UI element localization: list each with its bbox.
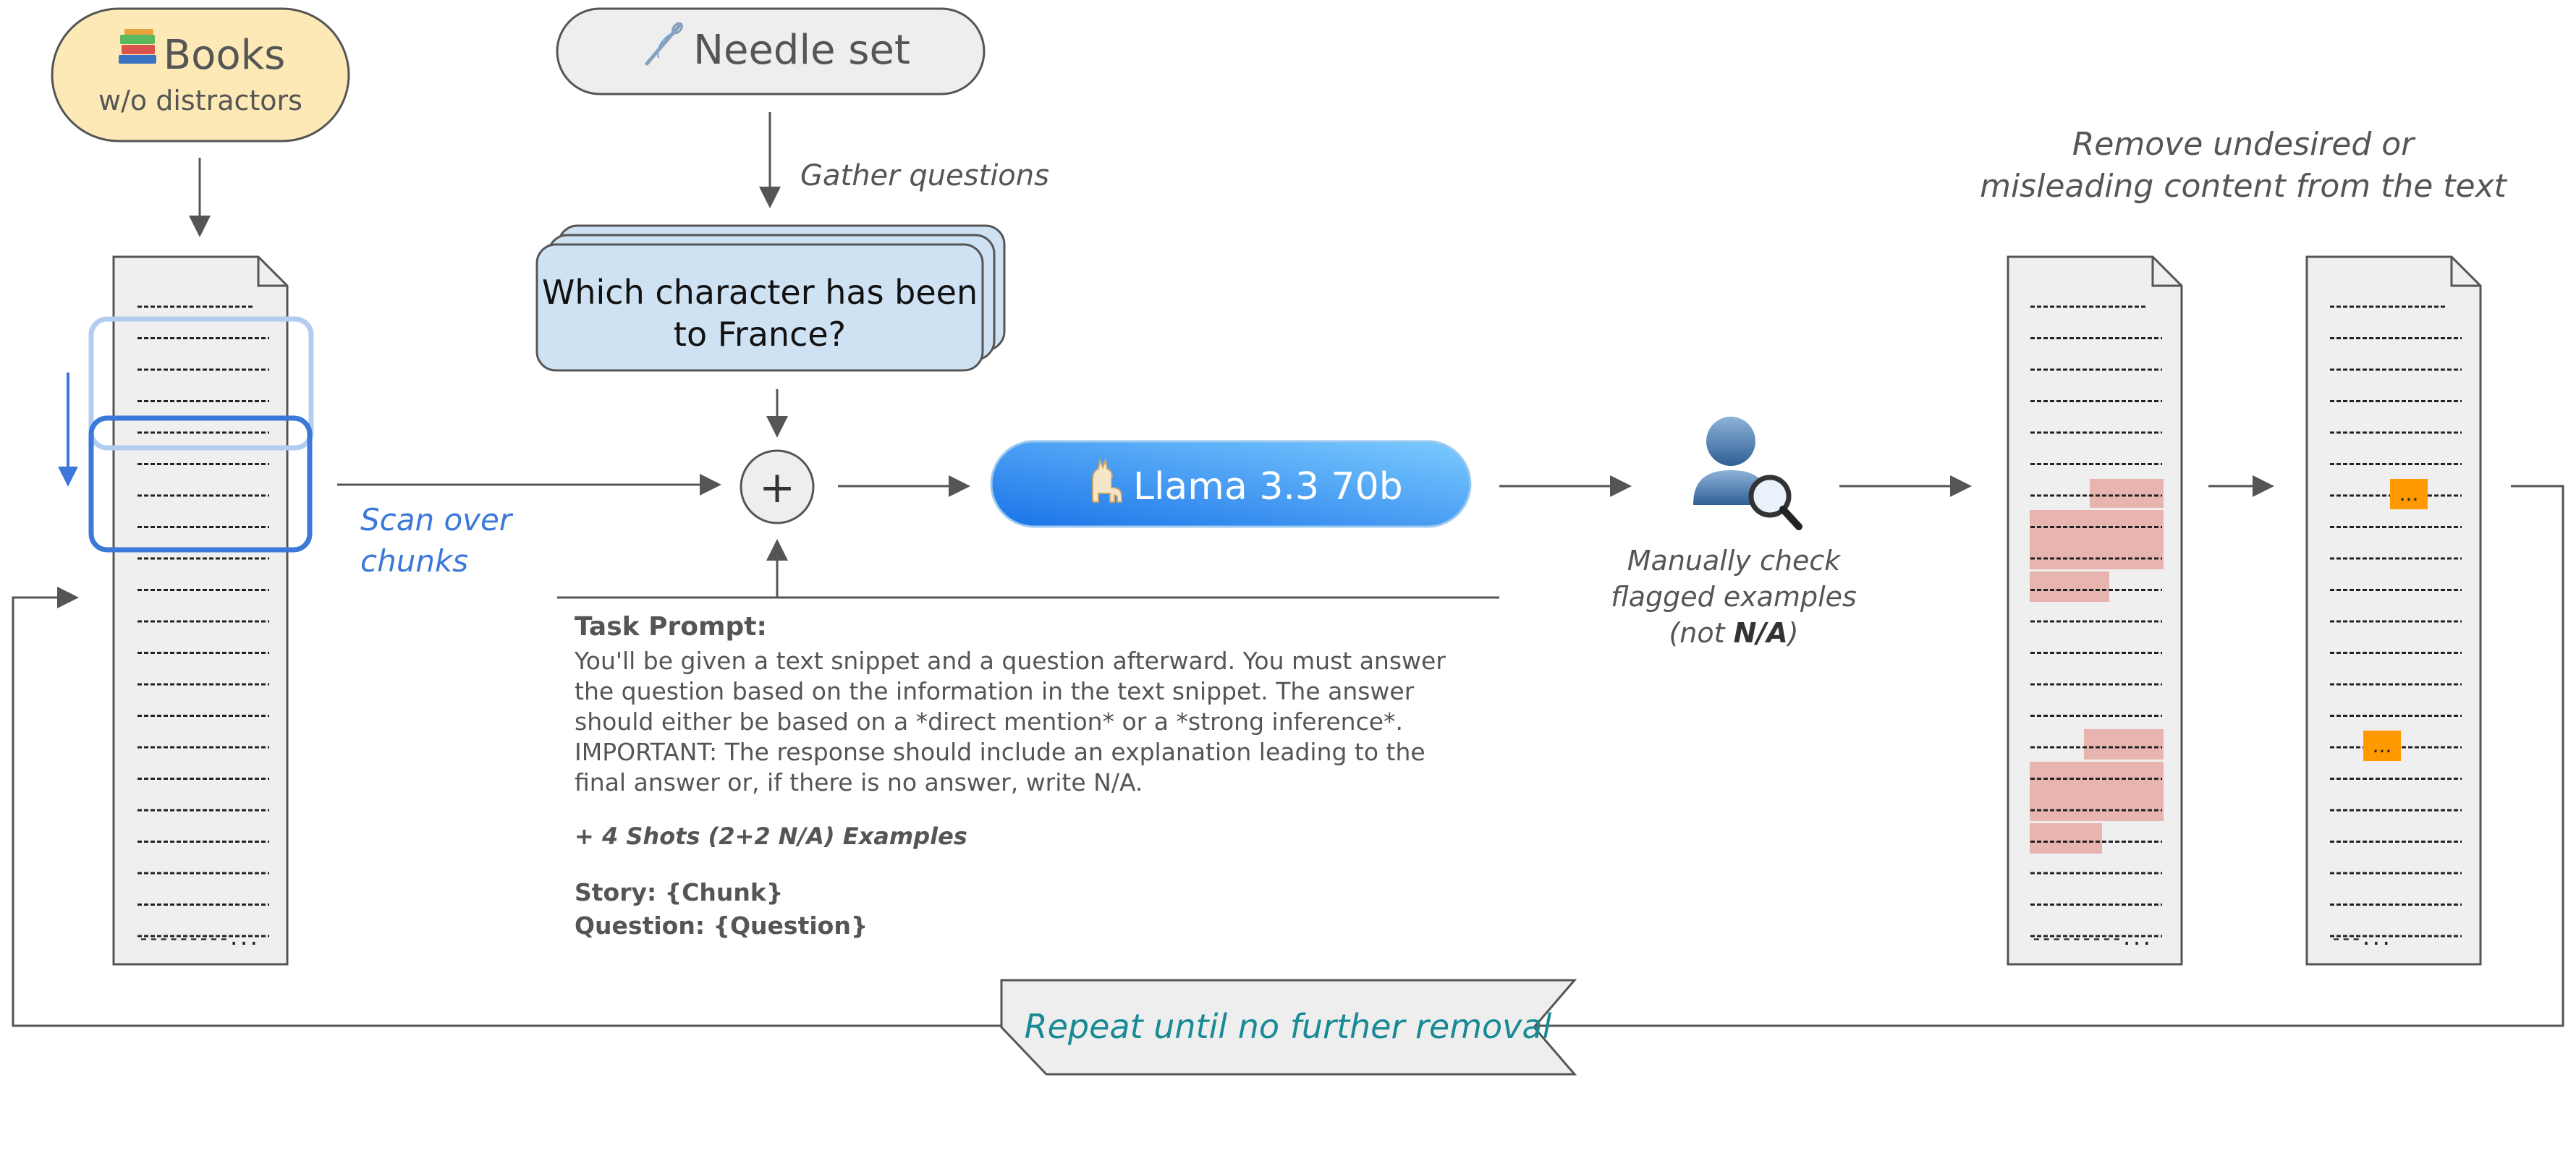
document-end-text: ---------... (2030, 926, 2151, 950)
document-text-lines (2330, 305, 2462, 938)
replaced-marker-2 (2363, 731, 2401, 761)
feedback-loop-return (12, 587, 1001, 1027)
repeat-banner (1000, 979, 1577, 1076)
scan-label-line1: Scan over (360, 502, 514, 537)
combine-plus: + (759, 462, 795, 513)
repeat-label: Repeat until no further removal (1025, 1007, 1552, 1046)
cleaned-document: ... ... ---... (2305, 255, 2482, 966)
task-prompt: Task Prompt: You'll be given a text snip… (575, 612, 1472, 943)
llm-pill (990, 440, 1472, 528)
replaced-marker-1 (2390, 479, 2428, 509)
flagged-document: ---------... (2007, 255, 2183, 966)
task-prompt-story: Story: {Chunk} (575, 878, 784, 906)
llama-icon (1092, 457, 1122, 503)
manual-line3: (not N/A) (1669, 617, 1798, 649)
chunk-window-current (88, 415, 313, 553)
needle-icon (645, 22, 683, 66)
llm-label: Llama 3.3 70b (1133, 465, 1403, 509)
combine-circle (740, 449, 815, 524)
document-text-lines (137, 305, 269, 938)
replaced-marker-2-text: ... (2373, 734, 2392, 757)
person-magnifier-icon (1693, 417, 1802, 530)
manual-line2: flagged examples (1611, 581, 1857, 613)
chunk-window-previous (88, 316, 314, 451)
task-prompt-question: Question: {Question} (575, 911, 868, 940)
source-document: ---------... (112, 255, 289, 966)
feedback-loop-line (1534, 485, 2564, 1027)
remove-line2: misleading content from the text (1980, 168, 2508, 205)
question-card (535, 243, 984, 372)
remove-line1: Remove undesired or (2072, 126, 2416, 163)
books-icon (119, 29, 156, 64)
manual-line1: Manually check (1627, 545, 1842, 577)
needle-pill (556, 7, 986, 95)
task-prompt-shots: + 4 Shots (2+2 N/A) Examples (575, 822, 967, 850)
document-end-text: ---------... (137, 926, 258, 950)
replaced-marker-1-text: ... (2399, 482, 2419, 506)
needle-title: Needle set (693, 27, 910, 74)
task-prompt-heading: Task Prompt: (575, 612, 767, 642)
books-title: Books (164, 32, 286, 79)
task-prompt-body: You'll be given a text snippet and a que… (575, 647, 1446, 796)
question-line2: to France? (674, 315, 846, 354)
document-text-lines (2030, 305, 2162, 938)
scan-label-line2: chunks (360, 543, 468, 579)
books-subtitle: w/o distractors (98, 85, 302, 116)
question-line1: Which character has been (542, 273, 978, 312)
gather-questions-label: Gather questions (800, 159, 1049, 192)
document-end-text: ---... (2330, 926, 2390, 950)
task-prompt-slots: Story: {Chunk} Question: {Question} (575, 876, 1472, 943)
